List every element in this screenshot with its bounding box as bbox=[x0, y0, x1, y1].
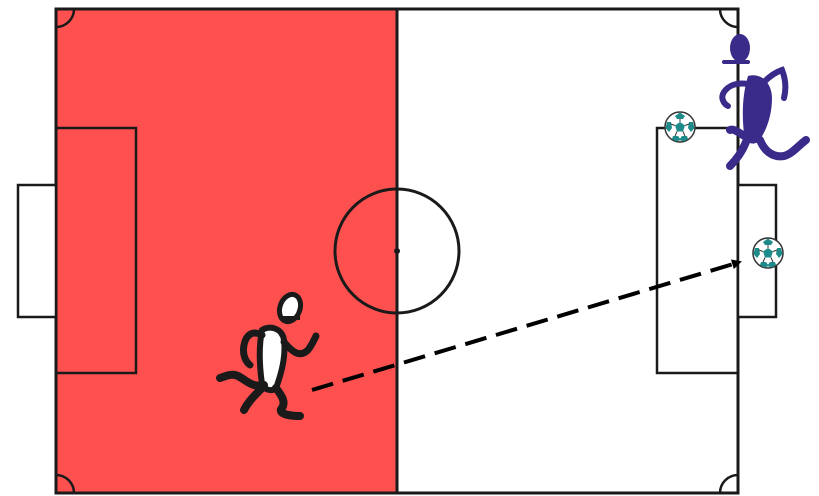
soccer-ball-icon bbox=[753, 238, 783, 268]
defending-half bbox=[56, 9, 397, 493]
soccer-ball-icon bbox=[665, 112, 695, 142]
left-goal bbox=[18, 185, 56, 317]
center-spot bbox=[394, 248, 400, 254]
attacking-half bbox=[397, 9, 738, 493]
